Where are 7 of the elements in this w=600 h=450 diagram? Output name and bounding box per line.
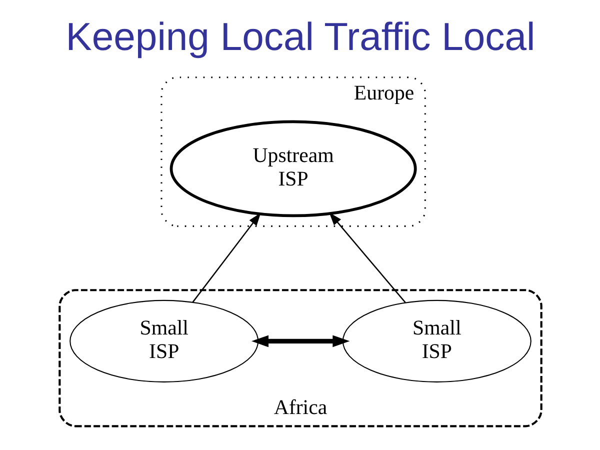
diagram-title: Keeping Local Traffic Local <box>65 16 535 59</box>
node-ellipse: Small ISP <box>69 300 258 382</box>
node-ellipse: Upstream ISP <box>169 120 416 218</box>
arrow <box>192 212 260 303</box>
arrow <box>328 212 406 304</box>
arrow <box>251 335 350 348</box>
node-ellipse: Small ISP <box>342 300 531 382</box>
